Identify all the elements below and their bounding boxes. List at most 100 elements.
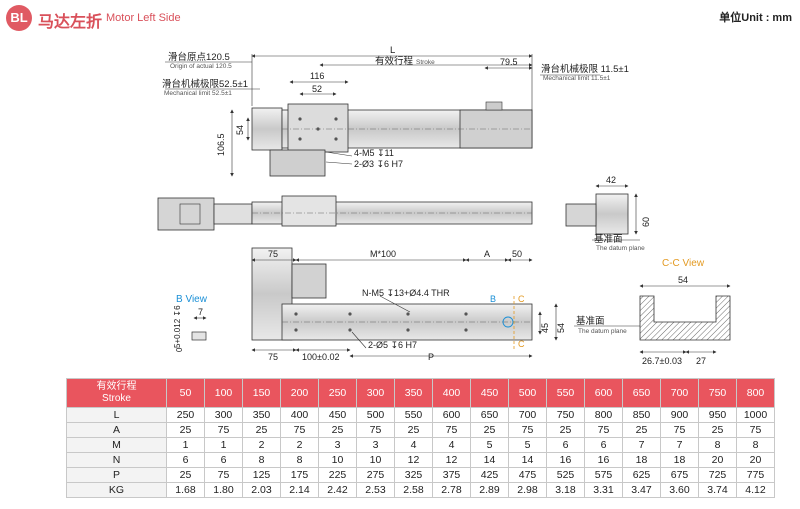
row-label: P <box>66 467 167 483</box>
dim-m100: M*100 <box>370 249 396 259</box>
hole-nm5-label: N-M5 ↧13+Ø4.4 THR <box>362 288 450 298</box>
table-cell: 6 <box>166 452 205 468</box>
table-cell: 650 <box>470 407 509 423</box>
top-view <box>251 101 533 177</box>
table-cell: 850 <box>622 407 661 423</box>
mech-limit-right-en: Mechanical limit 11.5±1 <box>543 75 611 82</box>
table-cell: 75 <box>204 467 243 483</box>
stroke-header-50: 50 <box>166 378 205 408</box>
dim-26-7: 26.7±0.03 <box>642 356 682 366</box>
table-cell: 14 <box>470 452 509 468</box>
page-title: 马达左折 <box>38 14 103 31</box>
table-cell: 18 <box>660 452 699 468</box>
table-cell: 8 <box>736 437 775 453</box>
bottom-view <box>251 247 533 350</box>
table-cell: 12 <box>432 452 471 468</box>
table-cell: 12 <box>394 452 433 468</box>
mech-limit-right-cn: 滑台机械极限 11.5±1 <box>541 63 629 75</box>
dim-60: 60 <box>641 217 651 227</box>
dim-P: P <box>428 352 434 362</box>
row-label: KG <box>66 482 167 498</box>
table-cell: 325 <box>394 467 433 483</box>
stroke-header-450: 450 <box>470 378 509 408</box>
slider-side <box>281 195 337 227</box>
stroke-header-cell: 有效行程 Stroke <box>66 378 167 408</box>
table-cell: 14 <box>508 452 547 468</box>
dim-75-top: 75 <box>268 249 278 259</box>
table-cell: 300 <box>204 407 243 423</box>
table-cell: 2.78 <box>432 482 471 498</box>
table-cell: 475 <box>508 467 547 483</box>
table-cell: 525 <box>546 467 585 483</box>
table-cell: 25 <box>546 422 585 438</box>
dim-7: 7 <box>198 307 203 317</box>
stroke-header-650: 650 <box>622 378 661 408</box>
table-cell: 1 <box>166 437 205 453</box>
table-cell: 2.42 <box>318 482 357 498</box>
table-cell: 10 <box>356 452 395 468</box>
dim-stroke-cn: 有效行程 <box>375 55 414 67</box>
table-cell: 500 <box>356 407 395 423</box>
dim-54-top: 54 <box>235 125 245 135</box>
table-cell: 175 <box>280 467 319 483</box>
stroke-header-800: 800 <box>736 378 775 408</box>
table-cell: 725 <box>698 467 737 483</box>
cc-view: C-C View 54 26.7±0.03 27 <box>639 258 731 366</box>
table-cell: 2 <box>242 437 281 453</box>
motor-side <box>157 197 215 231</box>
table-cell: 950 <box>698 407 737 423</box>
table-cell: 225 <box>318 467 357 483</box>
table-cell: 450 <box>318 407 357 423</box>
stroke-header-750: 750 <box>698 378 737 408</box>
table-cell: 2.53 <box>356 482 395 498</box>
stroke-header-350: 350 <box>394 378 433 408</box>
table-cell: 600 <box>432 407 471 423</box>
datum-bottom-cn: 基准面 <box>576 315 605 327</box>
dim-0: 0 <box>175 347 184 352</box>
hole-d5-label: 2-Ø5 ↧6 H7 <box>368 340 417 350</box>
row-label: N <box>66 452 167 468</box>
table-cell: 75 <box>660 422 699 438</box>
gearbox-top <box>269 149 326 177</box>
dim-75-bottom: 75 <box>268 352 278 362</box>
dim-45: 45 <box>540 323 550 333</box>
series-badge: BL <box>6 5 32 31</box>
stroke-header-400: 400 <box>432 378 471 408</box>
table-cell: 250 <box>166 407 205 423</box>
table-cell: 1 <box>204 437 243 453</box>
table-cell: 3 <box>318 437 357 453</box>
section-mark-C-top: C <box>518 294 525 304</box>
table-cell: 2 <box>280 437 319 453</box>
dim-79-5: 79.5 <box>500 57 518 67</box>
table-cell: 3.47 <box>622 482 661 498</box>
stroke-header-150: 150 <box>242 378 281 408</box>
row-label: A <box>66 422 167 438</box>
mech-limit-left-en: Mechanical limit 52.5±1 <box>164 90 232 97</box>
table-cell: 8 <box>698 437 737 453</box>
row-label: M <box>66 437 167 453</box>
table-cell: 25 <box>318 422 357 438</box>
dim-116: 116 <box>310 71 324 81</box>
table-cell: 3.60 <box>660 482 699 498</box>
dim-54-cc: 54 <box>678 275 688 285</box>
stroke-header-250: 250 <box>318 378 357 408</box>
table-cell: 625 <box>622 467 661 483</box>
table-cell: 550 <box>394 407 433 423</box>
table-cell: 750 <box>546 407 585 423</box>
table-cell: 4.12 <box>736 482 775 498</box>
row-label: L <box>66 407 167 423</box>
stroke-header-300: 300 <box>356 378 395 408</box>
end-view <box>565 184 640 241</box>
table-cell: 25 <box>394 422 433 438</box>
table-cell: 2.89 <box>470 482 509 498</box>
table-cell: 5 <box>508 437 547 453</box>
table-cell: 20 <box>698 452 737 468</box>
b-view: B View 7 5+0.012 ↧6 0 <box>173 294 208 352</box>
dim-50: 50 <box>512 249 522 259</box>
table-cell: 7 <box>660 437 699 453</box>
